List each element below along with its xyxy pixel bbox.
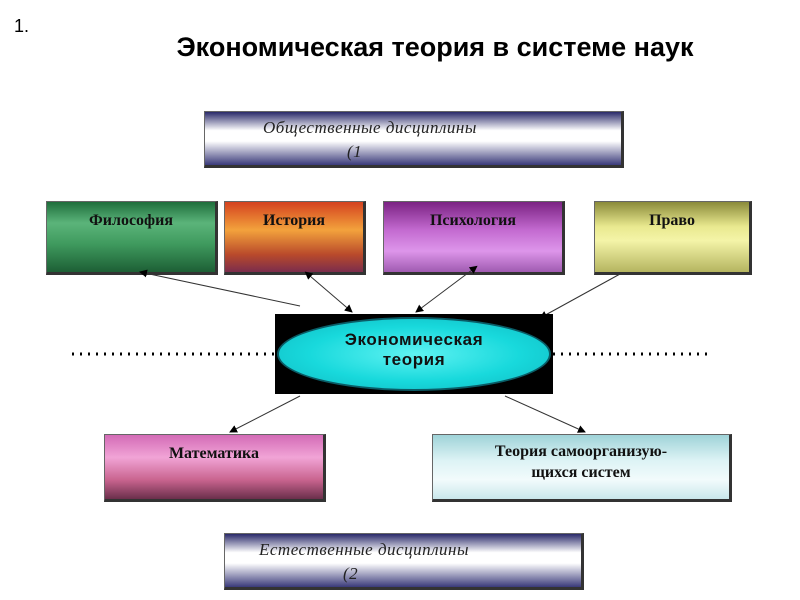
economic-theory-line1: Экономическая: [344, 330, 484, 349]
economic-theory-label: Экономическая теория: [275, 330, 553, 370]
arrow-math: [229, 395, 301, 433]
psychology-label: Психология: [429, 212, 517, 229]
philosophy-label: Философия: [89, 212, 173, 229]
natural-disciplines-number: (2: [343, 564, 359, 583]
arrow-philosophy: [139, 269, 301, 307]
economic-theory-line2: теория: [382, 350, 446, 369]
history-box: История: [224, 201, 366, 275]
arrow-law: [539, 273, 621, 319]
law-box: Право: [594, 201, 752, 275]
law-label: Право: [649, 212, 695, 229]
arrow-psychology: [415, 265, 478, 313]
self-organizing-systems-box: Теория самоорганизую- щихся систем: [432, 434, 732, 502]
mathematics-label: Математика: [168, 445, 260, 462]
self-organizing-line1: Теория самоорганизую-: [494, 443, 668, 460]
natural-disciplines-box: Естественные дисциплины (2: [224, 533, 584, 590]
slide-title: Экономическая теория в системе наук: [176, 32, 694, 62]
economic-theory-ellipse: [277, 317, 551, 391]
slide-number: 1.: [14, 16, 30, 36]
social-disciplines-label: Общественные дисциплины: [263, 118, 477, 137]
self-organizing-line2: щихся систем: [531, 464, 631, 481]
arrow-history: [304, 271, 353, 313]
history-label: История: [263, 212, 325, 229]
social-disciplines-box: Общественные дисциплины (1: [204, 111, 624, 168]
mathematics-box: Математика: [104, 434, 326, 502]
arrow-self-org: [504, 395, 586, 433]
natural-disciplines-label: Естественные дисциплины: [259, 540, 469, 559]
social-disciplines-number: (1: [347, 142, 363, 161]
philosophy-box: Философия: [46, 201, 218, 275]
psychology-box: Психология: [383, 201, 565, 275]
